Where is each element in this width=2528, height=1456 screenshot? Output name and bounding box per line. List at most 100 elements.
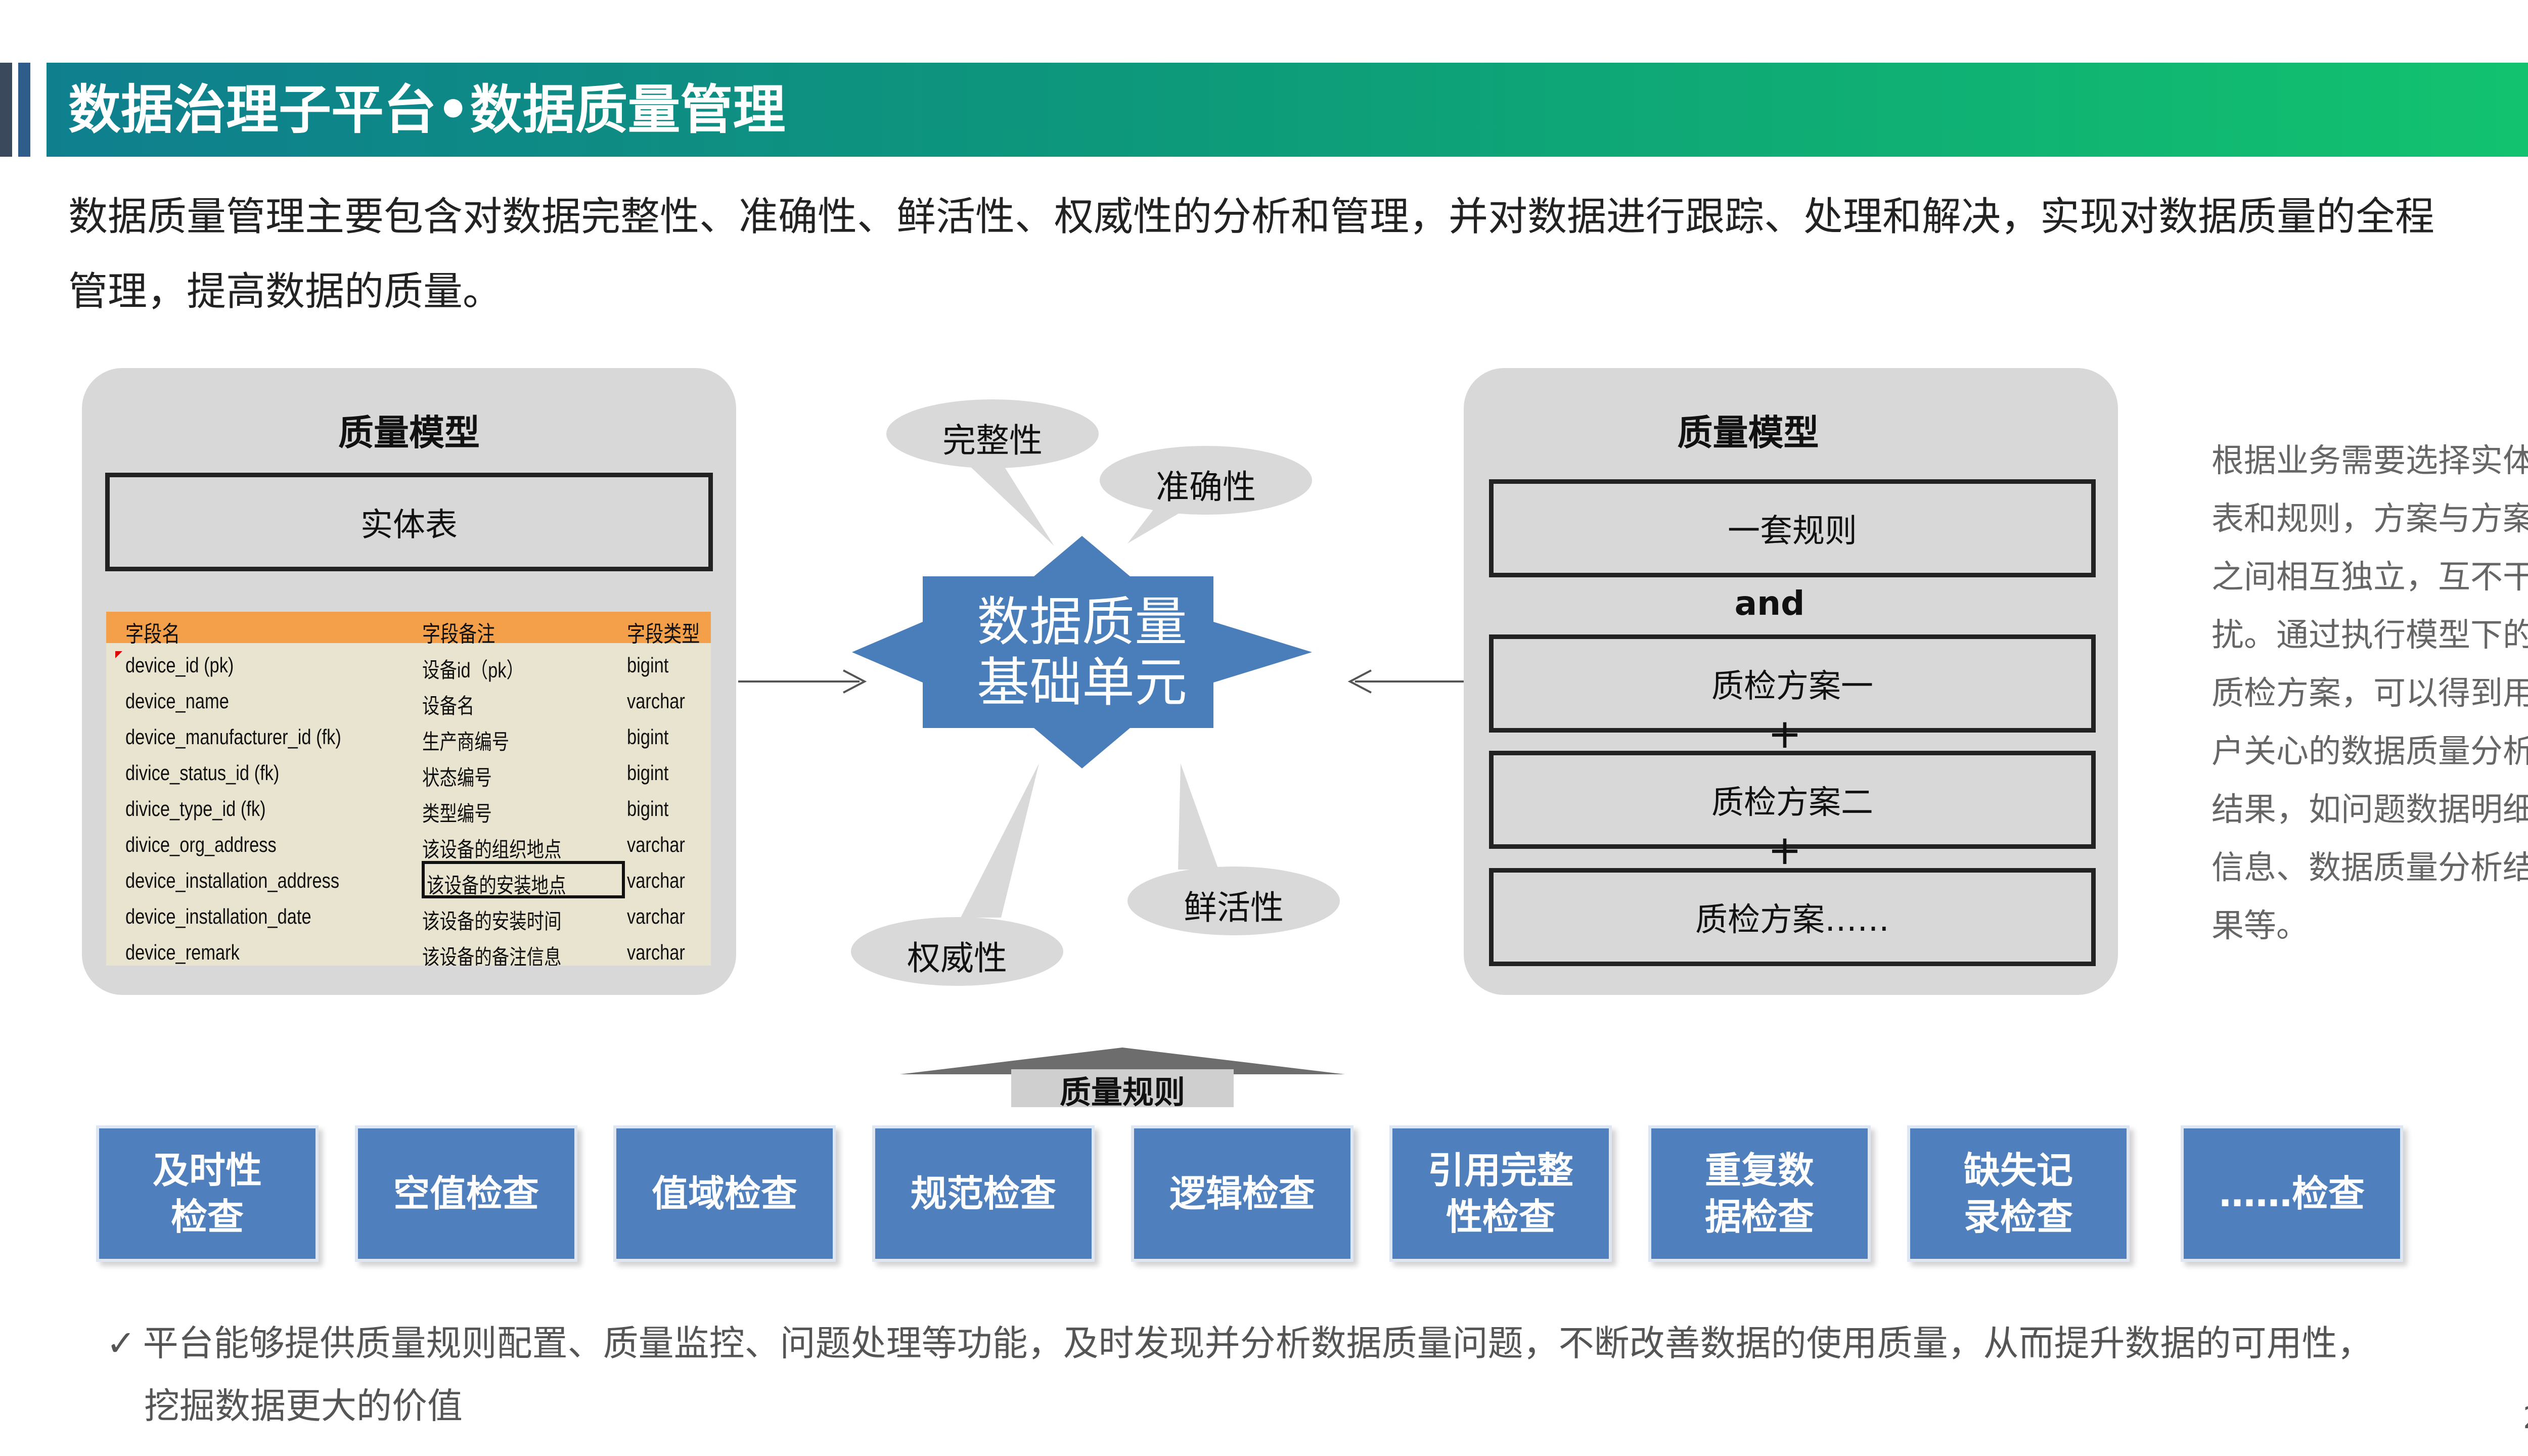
right-panel-title: 质量模型 <box>1677 412 1819 453</box>
intro-line-2: 管理，提高数据的质量。 <box>68 269 503 314</box>
rule-label-line-1: 逻辑检查 <box>1169 1172 1315 1215</box>
rules-arrow-shaft <box>1011 1069 1234 1107</box>
field-table-header-name: 字段名 <box>125 622 180 647</box>
table-cell: 类型编号 <box>422 802 492 826</box>
cell-comment-marker <box>115 651 122 658</box>
table-cell: device_remark <box>125 940 240 964</box>
table-cell: device_id (pk) <box>125 653 234 677</box>
completeness-bubble <box>886 399 1099 468</box>
plus-sign-1: + <box>1768 710 1802 757</box>
rules-arrow-head <box>900 1048 1345 1074</box>
scheme-box-2: 质检方案二 <box>1489 751 2096 849</box>
title-accent-dark <box>0 63 12 157</box>
table-cell: 设备名 <box>422 694 475 718</box>
field-table-header-type: 字段类型 <box>627 622 700 647</box>
quality-unit-star <box>852 536 1312 768</box>
table-cell: varchar <box>627 869 685 892</box>
side-note: 根据业务需要选择实体表和规则，方案与方案之间相互独立，互不干扰。通过执行模型下的… <box>2211 442 2528 945</box>
table-cell: device_installation_address <box>125 869 340 892</box>
rule-format-check: 规范检查 <box>872 1125 1095 1262</box>
table-cell: bigint <box>627 797 669 821</box>
rule-label-line-2: 录检查 <box>1963 1196 2073 1238</box>
arrow-right-to-center-head <box>1347 669 1372 694</box>
checkmark-icon: ✓ <box>106 1323 136 1364</box>
table-cell: device_name <box>125 689 229 713</box>
intro-line-1: 数据质量管理主要包含对数据完整性、准确性、鲜活性、权威性的分析和管理，并对数据进… <box>68 194 2435 240</box>
completeness-label: 完整性 <box>942 421 1043 460</box>
table-cell: varchar <box>627 689 685 713</box>
table-cell: 该设备的备注信息 <box>422 945 562 966</box>
freshness-label: 鲜活性 <box>1184 888 1284 927</box>
footer-line-2: 挖掘数据更大的价值 <box>144 1385 463 1427</box>
accuracy-bubble <box>1100 446 1312 515</box>
authority-bubble <box>851 917 1063 986</box>
rule-label-line-1: 引用完整 <box>1427 1149 1573 1192</box>
rule-range-check: 值域检查 <box>613 1125 836 1262</box>
quality-unit-label: 数据质量 基础单元 <box>930 592 1234 713</box>
and-label: and <box>1734 584 1805 623</box>
table-cell: device_installation_date <box>125 904 311 928</box>
rule-logic-check: 逻辑检查 <box>1131 1125 1353 1262</box>
footer-note: ✓平台能够提供质量规则配置、质量监控、问题处理等功能，及时发现并分析数据质量问题… <box>106 1312 2432 1437</box>
plus-sign-2: + <box>1768 827 1802 874</box>
rule-label-line-1: 及时性 <box>152 1149 262 1192</box>
rule-label-line-2: 性检查 <box>1446 1196 1555 1238</box>
freshness-bubble-tail <box>1178 763 1218 870</box>
authority-label: 权威性 <box>907 939 1007 978</box>
table-cell: bigint <box>627 653 669 677</box>
table-cell: 该设备的安装时间 <box>422 909 562 933</box>
table-cell: bigint <box>627 761 669 785</box>
rule-label-line-1: 值域检查 <box>651 1172 797 1215</box>
authority-bubble-tail <box>961 763 1039 918</box>
rule-label-line-1: 空值检查 <box>393 1172 539 1215</box>
table-cell: 生产商编号 <box>422 730 510 754</box>
entity-table-box: 实体表 <box>105 473 713 571</box>
quality-unit-line-2: 基础单元 <box>976 652 1187 713</box>
rule-label-line-2: 据检查 <box>1704 1196 1814 1238</box>
accuracy-label: 准确性 <box>1156 468 1256 507</box>
quality-rules-label: 质量规则 <box>1059 1074 1185 1111</box>
rule-more-checks: ……检查 <box>2181 1125 2403 1262</box>
title-accent-blue <box>18 63 30 157</box>
rule-null-check: 空值检查 <box>355 1125 577 1262</box>
page-number: 21 <box>2523 1400 2528 1436</box>
table-cell: divice_org_address <box>125 833 277 856</box>
freshness-bubble <box>1127 867 1340 935</box>
intro-paragraph: 数据质量管理主要包含对数据完整性、准确性、鲜活性、权威性的分析和管理，并对数据进… <box>68 179 2528 329</box>
scheme-box-3: 质检方案…… <box>1489 868 2096 966</box>
rule-label-line-1: 缺失记 <box>1963 1149 2073 1192</box>
rule-timeliness-check: 及时性检查 <box>96 1125 319 1262</box>
scheme-box-1: 质检方案一 <box>1489 634 2096 733</box>
completeness-bubble-tail <box>961 458 1054 546</box>
table-cell: divice_status_id (fk) <box>125 761 280 785</box>
selected-cell-outline <box>422 861 625 898</box>
field-table-header <box>106 612 711 643</box>
rule-label-line-1: ……检查 <box>2219 1172 2365 1215</box>
rule-duplicate-check: 重复数据检查 <box>1648 1125 1871 1262</box>
rule-label-line-1: 规范检查 <box>910 1172 1056 1215</box>
table-cell: 状态编号 <box>422 766 492 790</box>
table-cell: bigint <box>627 725 669 749</box>
quality-unit-line-1: 数据质量 <box>976 591 1187 653</box>
table-cell: 设备id（pk） <box>422 658 524 682</box>
arrow-left-to-center-head <box>843 669 867 694</box>
table-cell: divice_type_id (fk) <box>125 797 266 821</box>
title-bar <box>47 63 2528 157</box>
field-table-header-remark: 字段备注 <box>422 622 495 647</box>
rule-referential-integrity-check: 引用完整性检查 <box>1389 1125 1612 1262</box>
table-cell: device_manufacturer_id (fk) <box>125 725 341 749</box>
rule-label-line-2: 检查 <box>170 1196 244 1238</box>
page-title: 数据治理子平台•数据质量管理 <box>68 79 786 141</box>
rule-missing-record-check: 缺失记录检查 <box>1907 1125 2130 1262</box>
rule-label-line-1: 重复数 <box>1704 1149 1814 1192</box>
table-cell: varchar <box>627 833 685 856</box>
left-panel-title: 质量模型 <box>338 412 480 453</box>
table-cell: varchar <box>627 940 685 964</box>
table-cell: 该设备的组织地点 <box>422 838 562 861</box>
table-cell: 该设备的安装地点 <box>427 874 566 897</box>
footer-line-1: 平台能够提供质量规则配置、质量监控、问题处理等功能，及时发现并分析数据质量问题，… <box>143 1323 2373 1364</box>
rule-set-box: 一套规则 <box>1489 479 2096 577</box>
table-cell: varchar <box>627 904 685 928</box>
field-table: 字段名 字段备注 字段类型 device_id (pk) 设备id（pk） bi… <box>106 612 711 966</box>
